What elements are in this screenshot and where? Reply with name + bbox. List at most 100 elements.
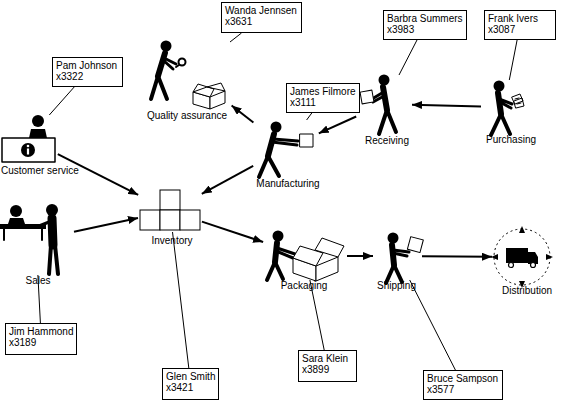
department-label: Inventory: [151, 235, 192, 247]
contact-extension: x3983: [387, 24, 463, 35]
manufacturing-worker-figure: [259, 122, 313, 178]
purchasing-worker-figure: [494, 81, 505, 92]
distribution-truck-icon: [494, 229, 550, 285]
sales-counter-figures: [49, 245, 58, 274]
contact-name: Frank Ivers: [488, 13, 552, 24]
flow-arrow: [319, 117, 356, 134]
contact-extension: x3087: [488, 24, 552, 35]
contact-callout: Glen Smithx3421: [162, 368, 219, 400]
shipping-worker-figure: [393, 250, 409, 256]
open-box-icon: [193, 83, 225, 109]
flow-arrow: [232, 106, 254, 123]
qa-worker-figure: [176, 65, 179, 67]
inventory-boxes: [160, 190, 180, 210]
shipping-worker-figure: [392, 245, 394, 265]
customer-service-desk: [2, 115, 55, 162]
contact-name: Pam Johnson: [56, 60, 119, 71]
contact-name: James Filmore: [290, 86, 356, 97]
contact-extension: x3421: [166, 382, 215, 393]
inventory-boxes: [140, 210, 160, 230]
department-label: Purchasing: [486, 134, 536, 146]
receiving-worker-figure: [383, 87, 387, 110]
department-label: Customer service: [1, 165, 79, 177]
inventory-boxes: [160, 210, 180, 230]
contact-name: Wanda Jennsen: [225, 5, 298, 16]
receiving-worker-figure: [379, 75, 390, 86]
purchasing-worker-figure: [515, 98, 521, 104]
contact-name: Barbra Summers: [387, 13, 463, 24]
contact-callout: James Filmorex3111: [286, 83, 360, 113]
distribution-truck-icon: [506, 248, 528, 263]
customer-service-desk: [27, 145, 30, 148]
open-box-icon: [210, 91, 225, 109]
contact-extension: x3577: [427, 384, 499, 395]
receiving-worker-figure: [360, 75, 396, 135]
manufacturing-worker-figure: [271, 122, 282, 133]
contact-callout: Frank Iversx3087: [484, 10, 556, 40]
flow-arrow: [202, 166, 253, 194]
packaging-worker-figure: [267, 231, 295, 281]
open-box-icon: [207, 83, 225, 91]
leader-line: [307, 113, 312, 120]
department-label: Packaging: [281, 280, 328, 292]
leader-line: [230, 33, 242, 42]
purchasing-worker-figure: [491, 81, 524, 136]
contact-name: Sara Klein: [302, 353, 353, 364]
department-label: Manufacturing: [256, 178, 319, 190]
department-node: Purchasing: [483, 80, 525, 134]
distribution-truck-icon: [531, 263, 536, 268]
department-label: Shipping: [377, 280, 416, 292]
sales-counter-figures: [52, 218, 53, 245]
customer-service-desk: [2, 138, 55, 162]
contact-callout: Wanda Jennsenx3631: [221, 2, 302, 33]
flow-arrow: [422, 255, 492, 258]
customer-service-desk: [29, 129, 47, 138]
receiving-worker-figure: [360, 90, 374, 104]
qa-worker-figure: [151, 41, 186, 100]
customer-service-desk: [32, 115, 44, 127]
distribution-truck-icon: [509, 263, 514, 268]
packaging-worker-figure: [273, 231, 284, 242]
contact-callout: Jim Hammondx3189: [5, 323, 77, 355]
flow-arrow: [202, 222, 263, 242]
contact-callout: Barbra Summersx3983: [383, 10, 467, 40]
leader-line: [410, 280, 456, 370]
sales-counter-figures: [0, 204, 58, 274]
department-node: Quality assurance: [150, 38, 230, 108]
manufacturing-worker-figure: [300, 134, 313, 147]
shipping-worker-figure: [407, 237, 423, 253]
department-node: Packaging: [265, 232, 345, 280]
manufacturing-worker-figure: [272, 139, 298, 145]
manufacturing-worker-figure: [268, 134, 274, 156]
qa-worker-figure: [163, 58, 176, 69]
packaging-worker-figure: [267, 262, 283, 280]
department-node: Shipping: [375, 232, 420, 280]
contact-callout: Sara Kleinx3899: [298, 350, 357, 382]
qa-worker-figure: [158, 53, 165, 76]
contact-extension: x3322: [56, 71, 119, 82]
department-node: Sales: [0, 205, 72, 275]
department-label: Quality assurance: [147, 110, 227, 122]
sales-counter-figures: [39, 222, 49, 226]
packaging-worker-figure: [276, 248, 295, 258]
contact-name: Glen Smith: [166, 371, 215, 382]
leader-line: [399, 40, 417, 75]
department-node: Inventory: [140, 190, 200, 232]
leader-line: [49, 87, 74, 115]
manufacturing-worker-figure: [259, 156, 279, 177]
qa-worker-figure: [151, 76, 167, 99]
contact-callout: Pam Johnsonx3322: [52, 57, 123, 87]
open-box-icon: [193, 87, 225, 92]
department-label: Sales: [25, 275, 50, 287]
shipping-worker-figure: [386, 233, 423, 284]
inventory-boxes: [140, 190, 200, 230]
receiving-worker-figure: [379, 110, 396, 134]
department-node: Receiving: [358, 75, 410, 133]
department-node: Customer service: [0, 115, 56, 163]
qa-worker-figure: [161, 41, 172, 52]
contact-extension: x3899: [302, 364, 353, 375]
flow-arrow: [412, 105, 481, 107]
contact-extension: x3189: [9, 337, 73, 348]
inventory-boxes: [180, 210, 200, 230]
packing-box-icon: [293, 238, 344, 281]
